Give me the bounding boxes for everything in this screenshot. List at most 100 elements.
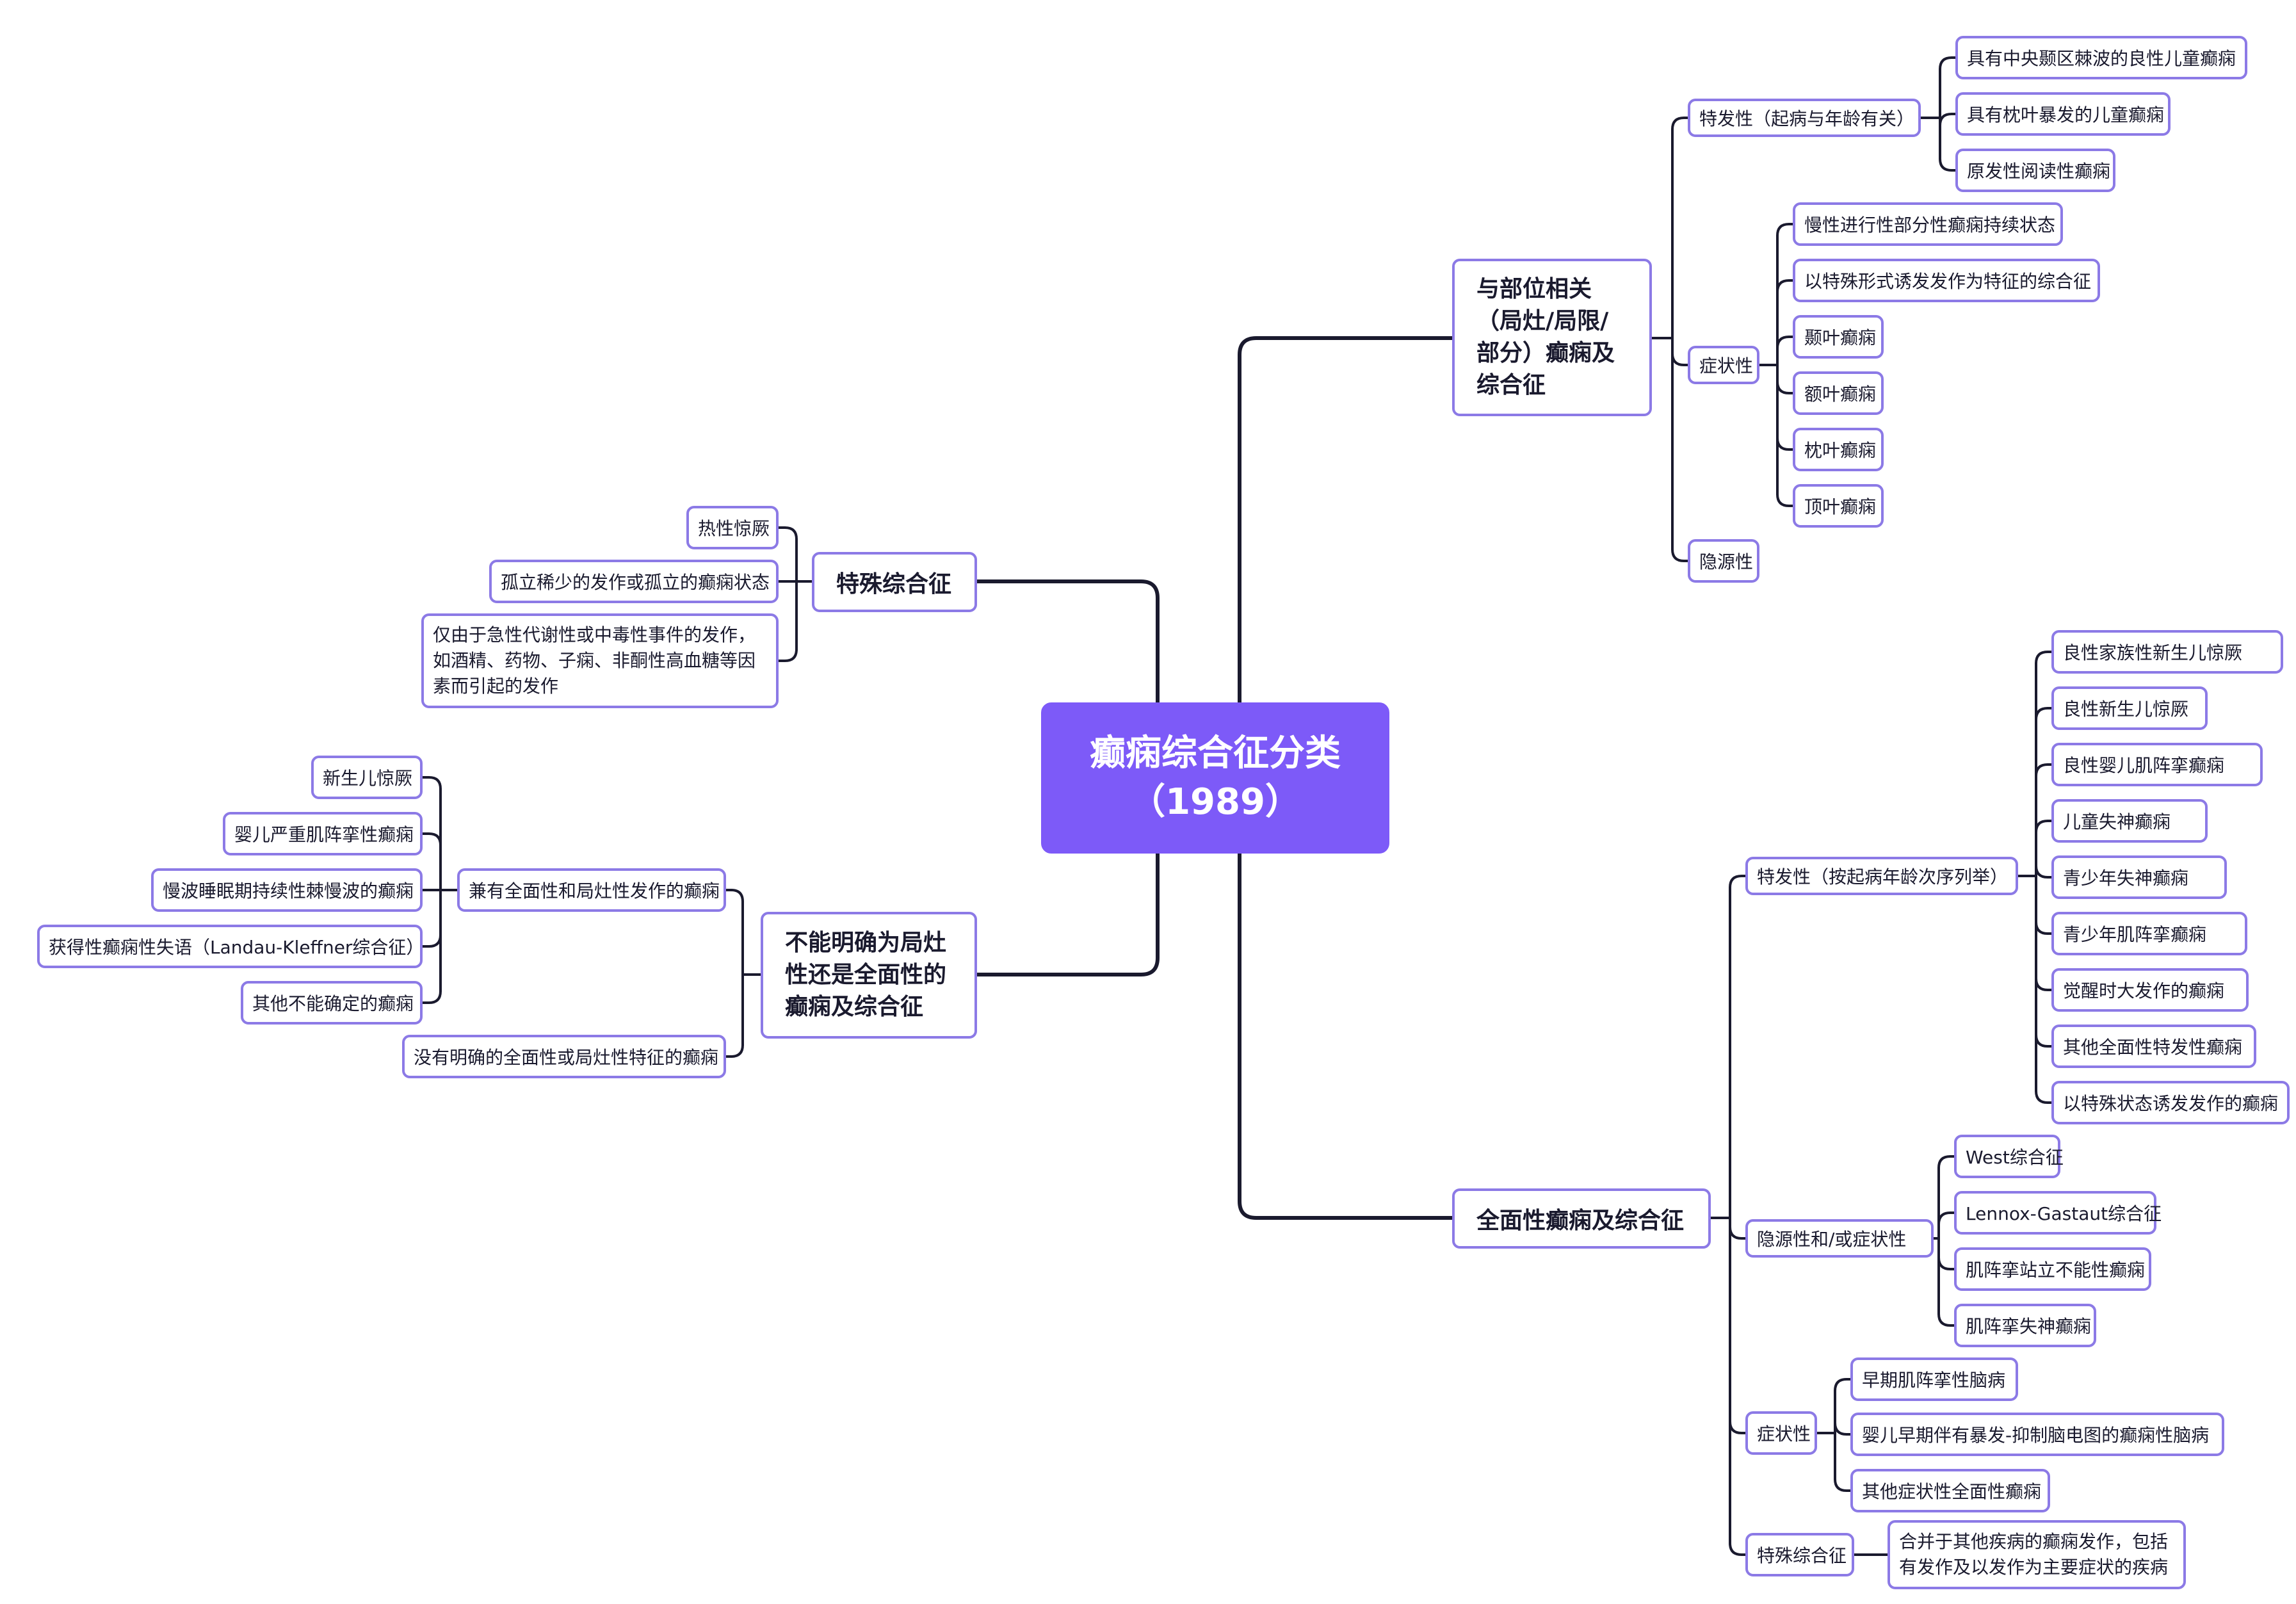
connector xyxy=(1937,1256,1955,1270)
main-undetermined[interactable]: 不能明确为局灶性还是全面性的癫痫及综合征 xyxy=(761,912,977,1039)
connector xyxy=(1776,336,1794,350)
gen-sym-item-label: 其他症状性全面性癫痫 xyxy=(1862,1481,2042,1502)
loc-sym-item-label: 颞叶癫痫 xyxy=(1804,327,1877,348)
undet-both-label: 兼有全面性和局灶性发作的癫痫 xyxy=(469,880,720,902)
loc-sym-item[interactable]: 顶叶癫痫 xyxy=(1793,484,1884,528)
gen-idio-item-label: 青少年肌阵挛癫痫 xyxy=(2063,924,2207,945)
main-special[interactable]: 特殊综合征 xyxy=(812,552,977,612)
special-item-label: 热性惊厥 xyxy=(698,518,770,539)
loc-sym-item[interactable]: 慢性进行性部分性癫痫持续状态 xyxy=(1793,202,2063,246)
loc-symptomatic-label: 症状性 xyxy=(1699,355,1754,377)
gen-cryptogenic[interactable]: 隐源性和/或症状性 xyxy=(1745,1219,1934,1258)
undet-both[interactable]: 兼有全面性和局灶性发作的癫痫 xyxy=(457,868,726,912)
undet-both-item[interactable]: 婴儿严重肌阵挛性癫痫 xyxy=(223,812,423,855)
connector xyxy=(2035,707,2053,721)
connector xyxy=(2035,977,2053,991)
gen-cry-item[interactable]: Lennox-Gastaut综合征 xyxy=(1954,1191,2162,1235)
connector xyxy=(1729,1542,1747,1556)
loc-idio-item-label: 原发性阅读性癫痫 xyxy=(1967,161,2111,182)
gen-special[interactable]: 特殊综合征 xyxy=(1745,1533,1854,1576)
connector xyxy=(2035,1090,2053,1104)
main-generalized-label: 全面性癫痫及综合征 xyxy=(1476,1208,1685,1234)
gen-sym-item[interactable]: 早期肌阵挛性脑病 xyxy=(1850,1357,2018,1401)
connector xyxy=(2035,921,2053,935)
gen-special-item-label: 合并于其他疾病的癫痫发作，包括有发作及以发作为主要症状的疾病 xyxy=(1899,1531,2169,1578)
gen-sym-item[interactable]: 婴儿早期伴有暴发-抑制脑电图的癫痫性脑病 xyxy=(1850,1413,2224,1456)
connector xyxy=(1776,223,1794,237)
root-node[interactable]: 癫痫综合征分类（1989） xyxy=(1041,702,1389,854)
undet-both-item[interactable]: 获得性癫痫性失语（Landau-Kleffner综合征） xyxy=(37,925,424,968)
loc-sym-item-label: 顶叶癫痫 xyxy=(1804,496,1877,517)
main-localized-label: 与部位相关（局灶/局限/部分）癫痫及综合征 xyxy=(1476,276,1615,398)
gen-idio-item[interactable]: 以特殊状态诱发发作的癫痫 xyxy=(2051,1081,2290,1124)
connector xyxy=(1937,1313,1955,1327)
gen-cry-item[interactable]: West综合征 xyxy=(1954,1135,2064,1178)
connector xyxy=(1937,1155,1955,1169)
special-item[interactable]: 孤立稀少的发作或孤立的癫痫状态 xyxy=(489,560,779,603)
gen-idiopathic[interactable]: 特发性（按起病年龄次序列举） xyxy=(1745,857,2018,895)
connector xyxy=(1238,852,1454,1220)
connector xyxy=(1939,158,1957,172)
gen-idio-item-label: 儿童失神癫痫 xyxy=(2063,811,2171,832)
loc-sym-item[interactable]: 额叶癫痫 xyxy=(1793,371,1884,415)
gen-idio-item-label: 以特殊状态诱发发作的癫痫 xyxy=(2063,1093,2279,1114)
gen-cry-item[interactable]: 肌阵挛站立不能性癫痫 xyxy=(1954,1247,2151,1291)
gen-idio-item[interactable]: 觉醒时大发作的癫痫 xyxy=(2051,968,2249,1012)
undet-both-item[interactable]: 慢波睡眠期持续性棘慢波的癫痫 xyxy=(151,868,423,912)
gen-idio-item-label: 青少年失神癫痫 xyxy=(2063,868,2189,889)
gen-idio-item-label: 觉醒时大发作的癫痫 xyxy=(2063,980,2225,1001)
loc-sym-item[interactable]: 颞叶癫痫 xyxy=(1793,315,1884,359)
gen-cry-item-label: 肌阵挛失神癫痫 xyxy=(1966,1316,2092,1337)
gen-cry-item[interactable]: 肌阵挛失神癫痫 xyxy=(1954,1304,2096,1347)
connector xyxy=(1776,493,1794,507)
gen-cry-item-label: West综合征 xyxy=(1966,1147,2064,1168)
connector xyxy=(2035,864,2053,879)
gen-cry-item-label: 肌阵挛站立不能性癫痫 xyxy=(1966,1260,2146,1281)
gen-idio-item[interactable]: 儿童失神癫痫 xyxy=(2051,799,2208,843)
gen-idio-item[interactable]: 良性新生儿惊厥 xyxy=(2051,686,2208,730)
loc-idio-item[interactable]: 具有枕叶暴发的儿童癫痫 xyxy=(1955,92,2171,136)
loc-sym-item[interactable]: 以特殊形式诱发发作为特征的综合征 xyxy=(1793,259,2100,302)
main-generalized[interactable]: 全面性癫痫及综合征 xyxy=(1452,1188,1711,1249)
special-item[interactable]: 热性惊厥 xyxy=(686,506,779,549)
connector xyxy=(421,990,442,1004)
connector xyxy=(1671,352,1689,366)
connector xyxy=(1939,113,1957,127)
main-localized[interactable]: 与部位相关（局灶/局限/部分）癫痫及综合征 xyxy=(1452,259,1652,416)
gen-idio-item[interactable]: 青少年失神癫痫 xyxy=(2051,855,2227,899)
special-item-label: 仅由于急性代谢性或中毒性事件的发作，如酒精、药物、子痫、非酮性高血糖等因素而引起… xyxy=(433,624,756,697)
special-item[interactable]: 仅由于急性代谢性或中毒性事件的发作，如酒精、药物、子痫、非酮性高血糖等因素而引起… xyxy=(421,613,779,708)
loc-cryptogenic[interactable]: 隐源性 xyxy=(1688,539,1759,583)
gen-idio-item[interactable]: 青少年肌阵挛癫痫 xyxy=(2051,912,2247,955)
gen-symptomatic[interactable]: 症状性 xyxy=(1745,1411,1817,1455)
loc-idiopathic[interactable]: 特发性（起病与年龄有关） xyxy=(1688,99,1921,137)
loc-sym-item[interactable]: 枕叶癫痫 xyxy=(1793,428,1884,471)
gen-sym-item-label: 婴儿早期伴有暴发-抑制脑电图的癫痫性脑病 xyxy=(1862,1425,2210,1446)
connector xyxy=(777,526,798,540)
loc-sym-item-label: 以特殊形式诱发发作为特征的综合征 xyxy=(1804,271,2092,292)
root-year: （1989） xyxy=(1129,781,1301,823)
loc-idio-item-label: 具有中央颞区棘波的良性儿童癫痫 xyxy=(1967,48,2236,69)
gen-special-label: 特殊综合征 xyxy=(1757,1545,1847,1566)
loc-idio-item[interactable]: 原发性阅读性癫痫 xyxy=(1955,149,2115,192)
connector xyxy=(975,852,1160,976)
undet-both-item-label: 获得性癫痫性失语（Landau-Kleffner综合征） xyxy=(49,937,424,958)
undet-both-item[interactable]: 其他不能确定的癫痫 xyxy=(241,981,423,1025)
loc-symptomatic[interactable]: 症状性 xyxy=(1688,346,1759,384)
gen-sym-item[interactable]: 其他症状性全面性癫痫 xyxy=(1850,1469,2050,1512)
undet-both-item[interactable]: 新生儿惊厥 xyxy=(311,756,423,799)
gen-special-item[interactable]: 合并于其他疾病的癫痫发作，包括有发作及以发作为主要症状的疾病 xyxy=(1888,1520,2186,1589)
gen-idio-item[interactable]: 良性婴儿肌阵挛癫痫 xyxy=(2051,743,2263,786)
undet-both-item-label: 其他不能确定的癫痫 xyxy=(252,993,414,1014)
loc-idio-item[interactable]: 具有中央颞区棘波的良性儿童癫痫 xyxy=(1955,36,2247,79)
gen-idio-item[interactable]: 其他全面性特发性癫痫 xyxy=(2051,1025,2256,1068)
gen-idio-item[interactable]: 良性家族性新生儿惊厥 xyxy=(2051,630,2283,674)
undet-none[interactable]: 没有明确的全面性或局灶性特征的癫痫 xyxy=(402,1035,726,1078)
loc-cryptogenic-label: 隐源性 xyxy=(1699,551,1754,572)
connector xyxy=(1776,437,1794,451)
loc-idio-item-label: 具有枕叶暴发的儿童癫痫 xyxy=(1967,104,2165,126)
gen-idio-item-label: 良性家族性新生儿惊厥 xyxy=(2063,642,2243,663)
connector xyxy=(1834,1478,1852,1492)
undet-both-item-label: 慢波睡眠期持续性棘慢波的癫痫 xyxy=(163,880,414,902)
